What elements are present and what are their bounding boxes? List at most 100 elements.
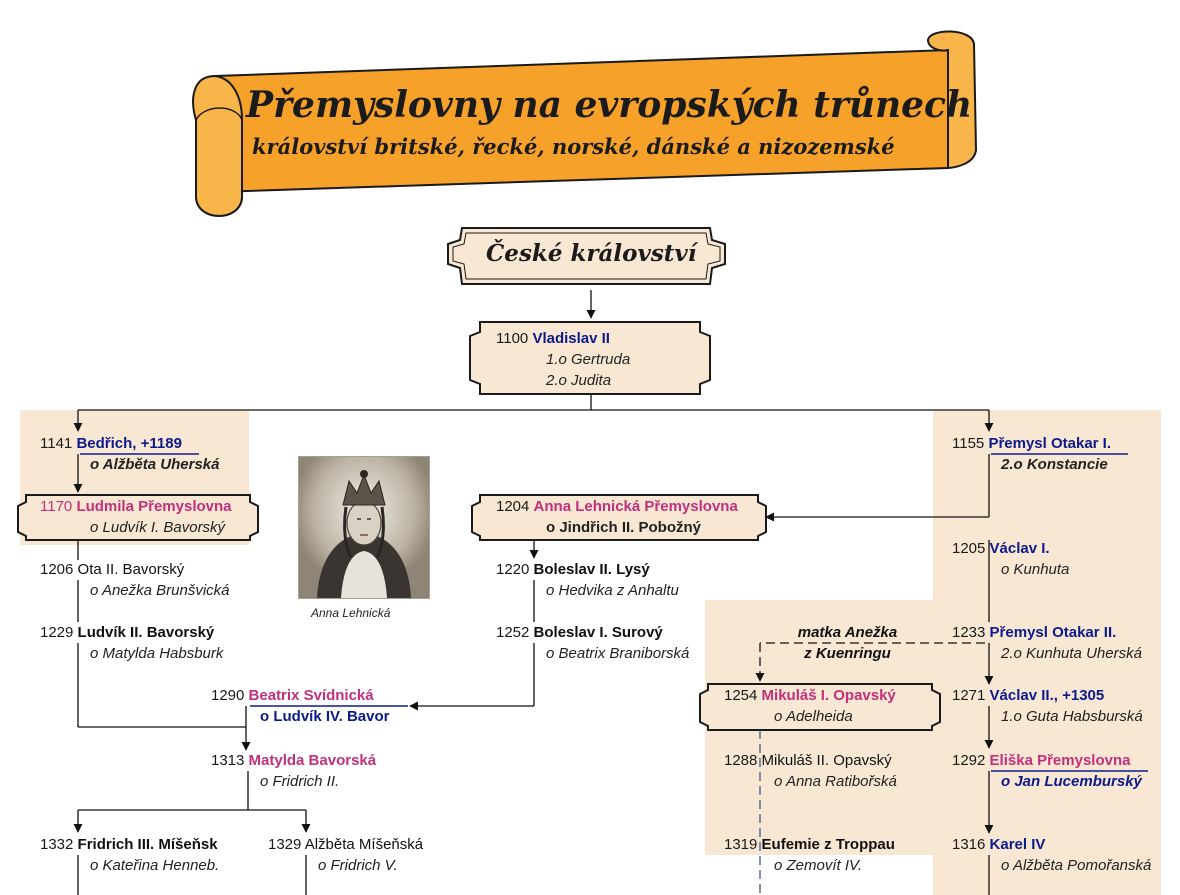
person-mikulas-i: 1254 Mikuláš I. Opavský o Adelheida: [724, 685, 896, 727]
person-name: Anna Lehnická Přemyslovna: [533, 498, 738, 515]
person-name: Fridrich III. Míšeňsk: [77, 836, 218, 853]
anna-lehnicka-portrait: [298, 456, 430, 599]
person-vaclav-i: 1205 Václav I. o Kunhuta: [952, 538, 1069, 580]
person-year: 1141: [40, 435, 73, 452]
person-year: 1229: [40, 624, 74, 641]
person-name: Ludvík II. Bavorský: [77, 624, 215, 641]
person-name: Alžběta Míšeňská: [304, 836, 424, 853]
person-year: 1271: [952, 687, 986, 704]
person-karel-iv: 1316 Karel IV o Alžběta Pomořanská: [952, 834, 1151, 876]
person-spouse: 2.o Kunhuta Uherská: [1001, 645, 1142, 662]
person-name: Karel IV: [989, 836, 1046, 853]
person-spouse: o Ludvík I. Bavorský: [90, 519, 226, 536]
person-spouse: o Fridrich V.: [318, 857, 398, 874]
person-year: 1252: [496, 624, 530, 641]
person-spouse: 1.o Guta Habsburská: [1001, 708, 1143, 725]
person-year: 1288: [724, 752, 758, 769]
person-year: 1205: [952, 540, 986, 557]
person-name: Ota II. Bavorský: [77, 561, 185, 578]
person-spouse: o Anna Ratibořská: [774, 773, 897, 790]
person-mikulas-ii: 1288 Mikuláš II. Opavský o Anna Ratibořs…: [724, 750, 897, 792]
person-ludvik-ii: 1229 Ludvík II. Bavorský o Matylda Habsb…: [40, 622, 223, 664]
person-year: 1316: [952, 836, 986, 853]
person-name: Eliška Přemyslovna: [989, 752, 1131, 769]
portrait-caption: Anna Lehnická: [311, 606, 391, 620]
person-year: 1233: [952, 624, 986, 641]
title-scroll: [192, 30, 978, 217]
person-name: Mikuláš II. Opavský: [761, 752, 892, 769]
person-spouse: o Zemovít IV.: [774, 857, 863, 874]
person-spouse: o Anežka Brunšvická: [90, 582, 230, 599]
person-year: 1290: [211, 687, 245, 704]
person-anna-lehnicka: 1204 Anna Lehnická Přemyslovna o Jindřic…: [496, 496, 738, 538]
person-year: 1100: [496, 330, 529, 347]
ludmila-frame: [17, 494, 259, 541]
person-ludmila: 1170 Ludmila Přemyslovna o Ludvík I. Bav…: [40, 496, 232, 538]
person-spouse: 2.o Judita: [546, 372, 612, 389]
vladislav-frame: [469, 321, 711, 395]
person-year: 1319: [724, 836, 758, 853]
person-alzbeta-misenska: 1329 Alžběta Míšeňská o Fridrich V.: [268, 834, 423, 876]
person-spouse: o Beatrix Braniborská: [546, 645, 690, 662]
person-spouse: o Kunhuta: [1001, 561, 1070, 578]
person-name: Přemysl Otakar II.: [989, 624, 1117, 641]
person-year: 1292: [952, 752, 986, 769]
person-year: 1313: [211, 752, 245, 769]
person-year: 1155: [952, 435, 985, 452]
person-spouse: o Jan Lucemburský: [1001, 773, 1142, 790]
person-eliska: 1292 Eliška Přemyslovna o Jan Lucembursk…: [952, 750, 1142, 792]
person-bedrich: 1141 Bedřich, +1189 o Alžběta Uherská: [40, 433, 220, 475]
person-year: 1254: [724, 687, 758, 704]
person-name: Václav II., +1305: [989, 687, 1105, 704]
person-name: Přemysl Otakar I.: [988, 435, 1112, 452]
page-title: Přemyslovny na evropských trůnech: [246, 84, 973, 126]
person-name: Boleslav II. Lysý: [533, 561, 650, 578]
person-vladislav-ii: 1100 Vladislav II 1.o Gertruda 2.o Judit…: [496, 328, 630, 391]
anna-frame: [471, 494, 767, 541]
person-fridrich-iii: 1332 Fridrich III. Míšeňsk o Kateřina He…: [40, 834, 219, 876]
kingdom-heading: České království: [486, 240, 697, 267]
person-spouse: o Jindřich II. Pobožný: [546, 519, 702, 536]
person-eufemie: 1319 Eufemie z Troppau o Zemovít IV.: [724, 834, 895, 876]
person-year: 1220: [496, 561, 530, 578]
person-spouse: 2.o Konstancie: [1001, 456, 1108, 473]
right-highlight-panel: [933, 410, 1161, 895]
page-subtitle: království britské, řecké, norské, dánsk…: [252, 134, 895, 159]
person-spouse: o Alžběta Uherská: [90, 456, 220, 473]
person-year: 1206: [40, 561, 74, 578]
person-name: Eufemie z Troppau: [761, 836, 895, 853]
mikulas-frame: [699, 683, 941, 731]
opava-note-line2: z Kuenringu: [804, 645, 891, 662]
person-name: Beatrix Svídnická: [248, 687, 374, 704]
opava-note-line1: matka Anežka: [797, 624, 898, 641]
person-premysl-otakar-ii: 1233 Přemysl Otakar II. 2.o Kunhuta Uher…: [952, 622, 1142, 664]
kingdom-frame: [447, 227, 726, 285]
person-year: 1170: [40, 498, 73, 515]
person-name: Vladislav II: [532, 330, 610, 347]
person-year: 1332: [40, 836, 74, 853]
person-name: Matylda Bavorská: [248, 752, 377, 769]
person-spouse: o Kateřina Henneb.: [90, 857, 220, 874]
person-premysl-otakar-i: 1155 Přemysl Otakar I. 2.o Konstancie: [952, 433, 1111, 475]
person-spouse: o Matylda Habsburk: [90, 645, 224, 662]
opava-note: matka Anežka z Kuenringu: [780, 622, 915, 664]
person-spouse: o Hedvika z Anhaltu: [546, 582, 679, 599]
person-vaclav-ii: 1271 Václav II., +1305 1.o Guta Habsburs…: [952, 685, 1143, 727]
person-name: Boleslav I. Surový: [533, 624, 663, 641]
person-name: Mikuláš I. Opavský: [761, 687, 896, 704]
person-name: Bedřich, +1189: [76, 435, 182, 452]
person-spouse: o Alžběta Pomořanská: [1001, 857, 1152, 874]
person-spouse: o Adelheida: [774, 708, 853, 725]
person-spouse: o Ludvík IV. Bavor: [260, 708, 390, 725]
person-beatrix: 1290 Beatrix Svídnická o Ludvík IV. Bavo…: [211, 685, 390, 727]
person-boleslav-i: 1252 Boleslav I. Surový o Beatrix Branib…: [496, 622, 689, 664]
person-year: 1329: [268, 836, 302, 853]
person-ota-ii: 1206 Ota II. Bavorský o Anežka Brunšvick…: [40, 559, 230, 601]
person-spouse: o Fridrich II.: [260, 773, 340, 790]
person-name: Ludmila Přemyslovna: [76, 498, 232, 515]
person-boleslav-ii: 1220 Boleslav II. Lysý o Hedvika z Anhal…: [496, 559, 679, 601]
person-spouse: 1.o Gertruda: [546, 351, 631, 368]
person-year: 1204: [496, 498, 530, 515]
person-name: Václav I.: [989, 540, 1050, 557]
